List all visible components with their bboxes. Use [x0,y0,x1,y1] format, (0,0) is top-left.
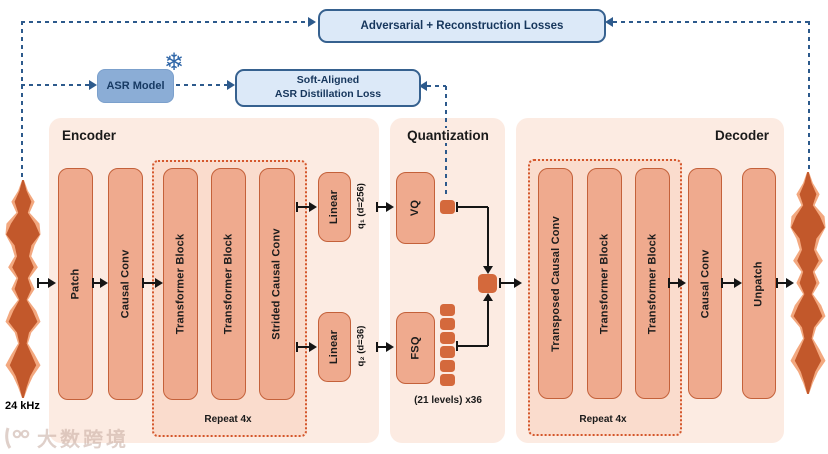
dashed-connector-input-to-loss [21,21,308,23]
arrow-encoder-to-linear2 [296,342,317,352]
dashed-connector-input-up [21,21,23,180]
fsq-block: FSQ [396,312,435,384]
dashed-connector-vq-to-distill [427,85,446,87]
arrow-causalconv-to-unpatch [721,278,742,288]
decoder-causal-conv-block: Causal Conv [688,168,722,399]
vq-token [440,200,455,214]
encoder-title: Encoder [62,128,117,143]
line-fsqtokens-right [456,341,488,351]
vq-label: VQ [409,199,422,217]
arrow-up-to-combined [483,293,493,346]
fsq-token-4 [440,346,455,358]
asr-model-label: ASR Model [106,80,165,92]
encoder-repeat-label: Repeat 4x [204,414,252,425]
arrow-input-to-patch [37,278,56,288]
linear-acoustic-block: Linear [318,312,351,382]
adversarial-loss-label: Adversarial + Reconstruction Losses [360,20,564,32]
transformer-block-1: Transformer Block [163,168,198,400]
strided-causal-conv-block: Strided Causal Conv [259,168,295,400]
output-waveform-icon [790,172,826,394]
dashed-arrowhead [605,17,613,27]
dashed-arrowhead [227,80,235,90]
transformer-block-2-label: Transformer Block [222,233,235,335]
arrow-group-to-causalconv [668,278,686,288]
input-waveform-icon [5,180,41,398]
causal-conv-label: Causal Conv [119,249,132,319]
distillation-loss-line2: ASR Distillation Loss [274,88,382,100]
arrow-down-to-combined [483,207,493,274]
combined-token [478,274,497,293]
dashed-connector-output-up [808,21,810,169]
fsq-label: FSQ [409,336,422,360]
arrow-causalconv-to-transformer [142,278,163,288]
dashed-connector-asr-to-distill [176,84,227,86]
adversarial-reconstruction-loss-box: Adversarial + Reconstruction Losses [318,9,606,43]
transposed-causal-conv-label: Transposed Causal Conv [549,215,562,352]
vq-block: VQ [396,172,435,244]
decoder-transformer-block-2-label: Transformer Block [646,233,659,334]
dashed-connector-to-asr [21,84,89,86]
sample-rate-label: 24 kHz [5,400,40,412]
dashed-arrowhead [419,81,427,91]
asr-model-box: ASR Model [97,69,174,103]
fsq-levels-label: (21 levels) x36 [414,395,482,406]
q1-dim-label: q₁ (d=256) [355,183,367,229]
q2-dim-label: q₂ (d=36) [355,325,367,367]
fsq-token-6 [440,374,455,386]
arrow-unpatch-to-output [776,278,794,288]
watermark-text: 大数跨境 [37,429,129,451]
fsq-token-3 [440,332,455,344]
transposed-causal-conv-block: Transposed Causal Conv [538,168,573,399]
causal-conv-block: Causal Conv [108,168,143,400]
snowflake-icon: ❄ [164,49,185,76]
transformer-block-2: Transformer Block [211,168,246,400]
fsq-token-1 [440,304,455,316]
decoder-causal-conv-label: Causal Conv [699,249,711,318]
decoder-title: Decoder [715,128,770,143]
fsq-token-5 [440,360,455,372]
arrow-combined-to-decoder [499,278,522,288]
decoder-transformer-block-1-label: Transformer Block [598,233,611,334]
dashed-arrowhead [308,17,316,27]
arrow-encoder-to-linear1 [296,202,317,212]
quantization-title: Quantization [402,128,494,143]
linear-semantic-label: Linear [328,189,341,225]
unpatch-block: Unpatch [742,168,776,399]
fsq-token-2 [440,318,455,330]
unpatch-label: Unpatch [753,260,765,307]
strided-causal-conv-label: Strided Causal Conv [271,228,284,340]
dashed-arrowhead [89,80,97,90]
patch-label: Patch [69,268,82,300]
arrow-linear2-to-fsq [376,342,394,352]
watermark-logo-icon [5,427,30,449]
decoder-transformer-block-2: Transformer Block [635,168,670,399]
arrow-linear1-to-vq [376,202,394,212]
line-vqtoken-right [456,202,488,212]
decoder-repeat-label: Repeat 4x [579,414,627,425]
linear-semantic-block: Linear [318,172,351,242]
dashed-connector-output-to-loss [613,21,809,23]
watermark: 大数跨境 [4,423,129,452]
distillation-loss-line1: Soft-Aligned [296,74,360,87]
transformer-block-1-label: Transformer Block [174,233,187,335]
arrow-patch-to-causalconv [92,278,108,288]
linear-acoustic-label: Linear [328,329,341,365]
decoder-transformer-block-1: Transformer Block [587,168,622,399]
patch-block: Patch [58,168,93,400]
asr-distillation-loss-box: Soft-Aligned ASR Distillation Loss [235,69,421,107]
